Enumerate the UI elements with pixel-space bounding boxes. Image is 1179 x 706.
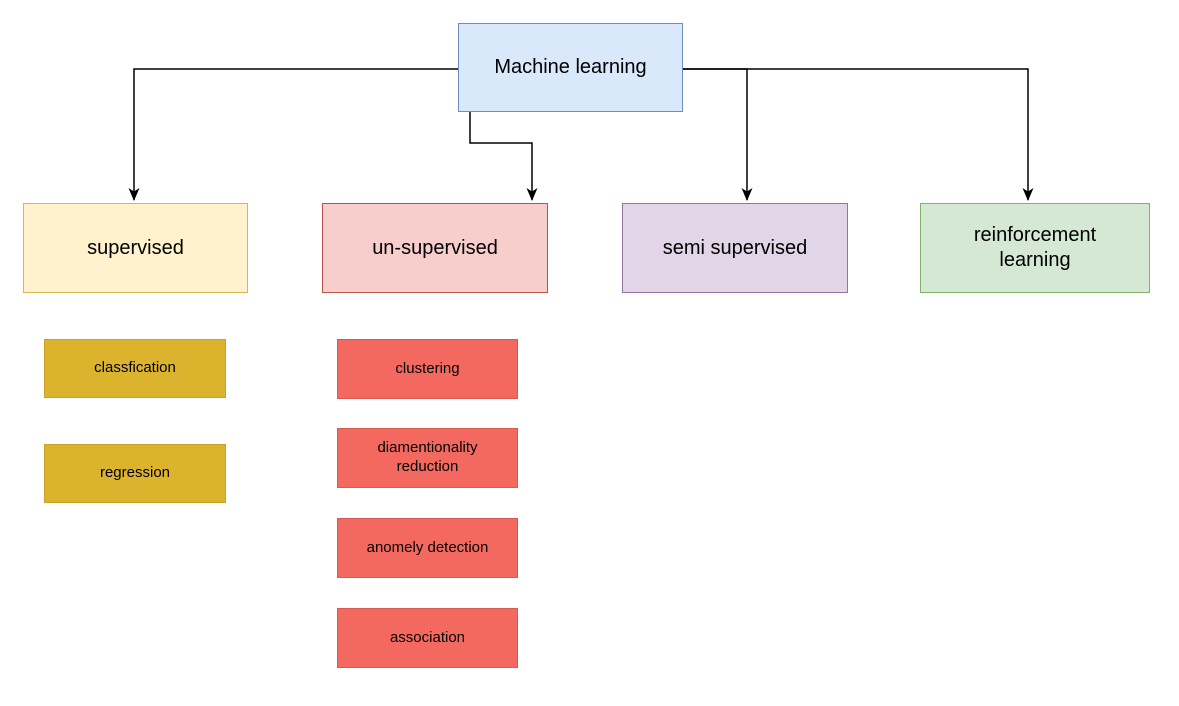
node-regression-label: regression <box>99 464 171 482</box>
node-classfication-label: classfication <box>94 359 176 377</box>
node-diamentionality-reduction: diamentionality reduction <box>337 428 518 488</box>
node-diamentionality-reduction-label: diamentionality reduction <box>377 439 478 475</box>
node-association-label: association <box>389 628 466 646</box>
connector-root-to-semisupervised <box>683 68 753 201</box>
node-machine-learning: Machine learning <box>458 23 683 112</box>
node-clustering: clustering <box>337 339 518 399</box>
connector-root-to-reinforcement <box>683 68 1034 201</box>
node-semi-supervised: semi supervised <box>622 203 848 293</box>
node-supervised-label: supervised <box>87 236 184 259</box>
node-unsupervised-label: un-supervised <box>372 236 498 259</box>
node-unsupervised: un-supervised <box>322 203 548 293</box>
node-supervised: supervised <box>23 203 248 293</box>
node-association: association <box>337 608 518 668</box>
connector-root-to-unsupervised <box>469 112 538 201</box>
node-clustering-label: clustering <box>395 359 460 377</box>
node-anomely-detection-label: anomely detection <box>366 538 489 556</box>
node-regression: regression <box>44 444 226 503</box>
node-anomely-detection: anomely detection <box>337 518 518 578</box>
node-semi-supervised-label: semi supervised <box>662 236 808 259</box>
node-reinforcement-learning: reinforcement learning <box>920 203 1150 293</box>
node-reinforcement-learning-label: reinforcement learning <box>973 224 1097 271</box>
node-machine-learning-label: Machine learning <box>494 56 647 78</box>
connector-root-to-supervised <box>128 68 458 201</box>
node-classfication: classfication <box>44 339 226 398</box>
